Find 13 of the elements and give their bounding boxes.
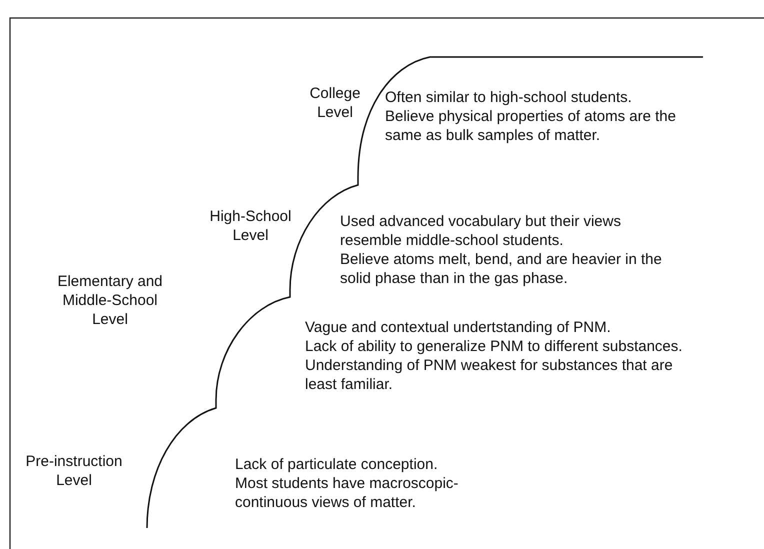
description-text: Vague and contextual undertstanding of PNM. xyxy=(305,318,612,337)
level-label: High-School Level xyxy=(208,207,292,245)
description-text: Understanding of PNM weakest for substances that are least familiar. xyxy=(305,356,674,394)
level-label: College Level xyxy=(308,84,362,122)
description-text: Most students have macroscopic-continuous views of matter. xyxy=(235,474,460,512)
description-text: Lack of particulate conception. xyxy=(235,455,439,474)
description-text: Often similar to high-school students. xyxy=(385,88,633,107)
level-label: Elementary and Middle-School Level xyxy=(56,272,164,329)
description-text: Used advanced vocabulary but their views resemble middle-school students. xyxy=(340,212,622,250)
level-label: Pre-instruction Level xyxy=(24,452,124,490)
description-text: Believe atoms melt, bend, and are heavier in the solid phase than in the gas phase. xyxy=(340,250,663,288)
description-text: Believe physical properties of atoms are the same as bulk samples of matter. xyxy=(385,107,677,145)
description-text: Lack of ability to generalize PNM to different substances. xyxy=(305,337,684,356)
